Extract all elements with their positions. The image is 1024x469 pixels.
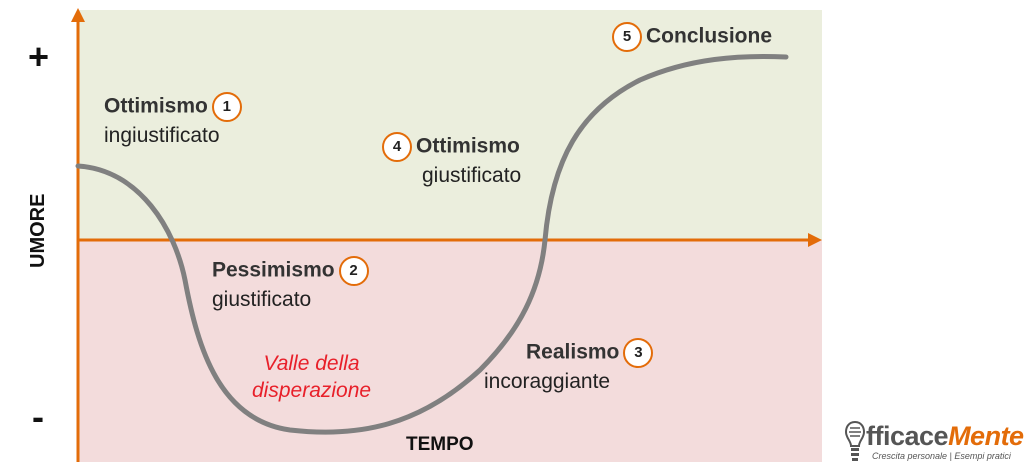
lightbulb-icon bbox=[844, 420, 866, 461]
logo-tagline: Crescita personale | Esempi pratici bbox=[872, 451, 1011, 461]
valley-label: Valle della disperazione bbox=[252, 350, 371, 404]
stage-1-number: 1 bbox=[211, 92, 242, 122]
stage-4-number: 4 bbox=[382, 132, 412, 162]
valley-line-2: disperazione bbox=[252, 379, 372, 402]
stage-1-subtitle: ingiustificato bbox=[104, 124, 220, 147]
valley-line-1: Valle della bbox=[263, 352, 360, 375]
stage-3-title: Realismo bbox=[526, 340, 620, 364]
y-axis-label: UMORE bbox=[27, 193, 49, 268]
stage-2-number: 2 bbox=[338, 256, 369, 286]
negative-sign: - bbox=[32, 396, 44, 437]
logo-tagline-left: Crescita personale bbox=[872, 451, 948, 461]
stage-4-title: Ottimismo bbox=[416, 134, 520, 158]
mood-curve bbox=[75, 53, 789, 435]
logo-prefix: fficace bbox=[866, 421, 949, 451]
stage-5-title: Conclusione bbox=[646, 24, 773, 48]
stage-2-title: Pessimismo bbox=[212, 258, 335, 282]
stage-5-number: 5 bbox=[612, 22, 642, 52]
positive-mood-zone bbox=[78, 10, 822, 240]
stage-3-number: 3 bbox=[623, 338, 654, 368]
stage-1-title: Ottimismo bbox=[104, 94, 208, 118]
logo-accent: Mente bbox=[948, 421, 1024, 451]
x-axis-arrow bbox=[808, 233, 822, 247]
logo-wordmark: fficaceMente bbox=[866, 421, 1024, 452]
stage-2-subtitle: giustificato bbox=[212, 288, 312, 311]
y-axis-arrow bbox=[71, 8, 85, 22]
stage-3-subtitle: incoraggiante bbox=[484, 370, 611, 393]
positive-sign: + bbox=[28, 36, 50, 77]
stage-4-subtitle: giustificato bbox=[422, 164, 522, 187]
logo-tagline-right: Esempi pratici bbox=[954, 451, 1011, 461]
x-axis-label: TEMPO bbox=[406, 434, 474, 455]
